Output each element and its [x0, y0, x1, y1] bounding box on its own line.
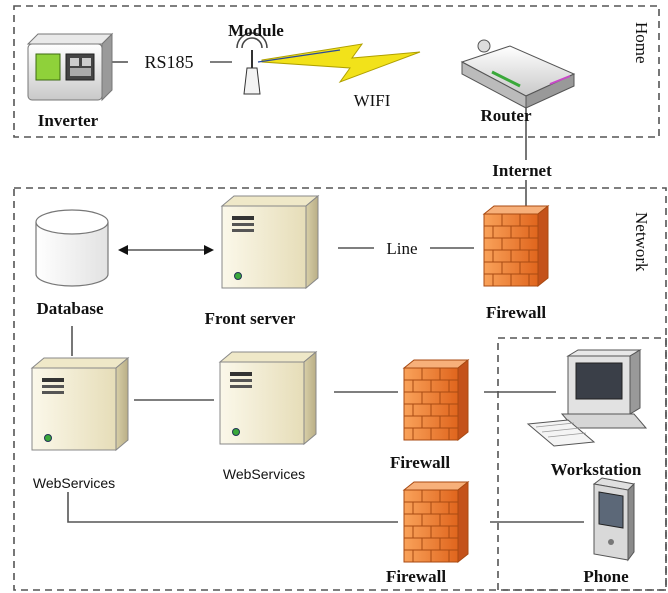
internet-label: Internet	[492, 161, 552, 180]
firewall-top-label: Firewall	[486, 303, 546, 322]
webservices-mid-label: WebServices	[223, 466, 305, 482]
front-server-icon	[221, 195, 319, 289]
home-zone-label: Home	[632, 22, 651, 64]
firewall-mid-icon	[403, 359, 469, 441]
phone-icon	[592, 477, 636, 562]
home-zone	[13, 5, 660, 138]
workstation-icon	[526, 349, 648, 447]
phone-webservice-link	[67, 492, 398, 523]
network-zone-label: Network	[632, 212, 651, 272]
wifi-module-icon	[236, 32, 268, 95]
firewall-mid-label: Firewall	[390, 453, 450, 472]
webservices-left-label: WebServices	[33, 475, 115, 491]
line-label: Line	[386, 239, 417, 258]
workstation-label: Workstation	[551, 460, 642, 479]
firewall-bottom-label: Firewall	[386, 567, 446, 586]
front-server-label: Front server	[205, 309, 296, 328]
firewall-top-icon	[483, 205, 549, 287]
wifi-bolt-icon	[261, 43, 421, 84]
database-label: Database	[36, 299, 104, 318]
wifi-label: WIFI	[354, 91, 391, 110]
phone-label: Phone	[583, 567, 629, 586]
router-label: Router	[481, 106, 532, 125]
inverter-icon	[26, 32, 114, 102]
rs485-label: RS185	[144, 52, 193, 72]
inverter-label: Inverter	[38, 111, 99, 130]
webservices-left-icon	[31, 357, 129, 451]
arrowhead-right	[204, 245, 214, 255]
router-icon	[460, 39, 576, 109]
wifi-signal-line	[257, 49, 341, 63]
webservices-mid-icon	[219, 351, 317, 445]
arrowhead-left	[118, 245, 128, 255]
client-zone	[497, 337, 667, 591]
module-label: Module	[228, 21, 284, 40]
database-icon	[35, 209, 109, 287]
firewall-bottom-icon	[403, 481, 469, 563]
